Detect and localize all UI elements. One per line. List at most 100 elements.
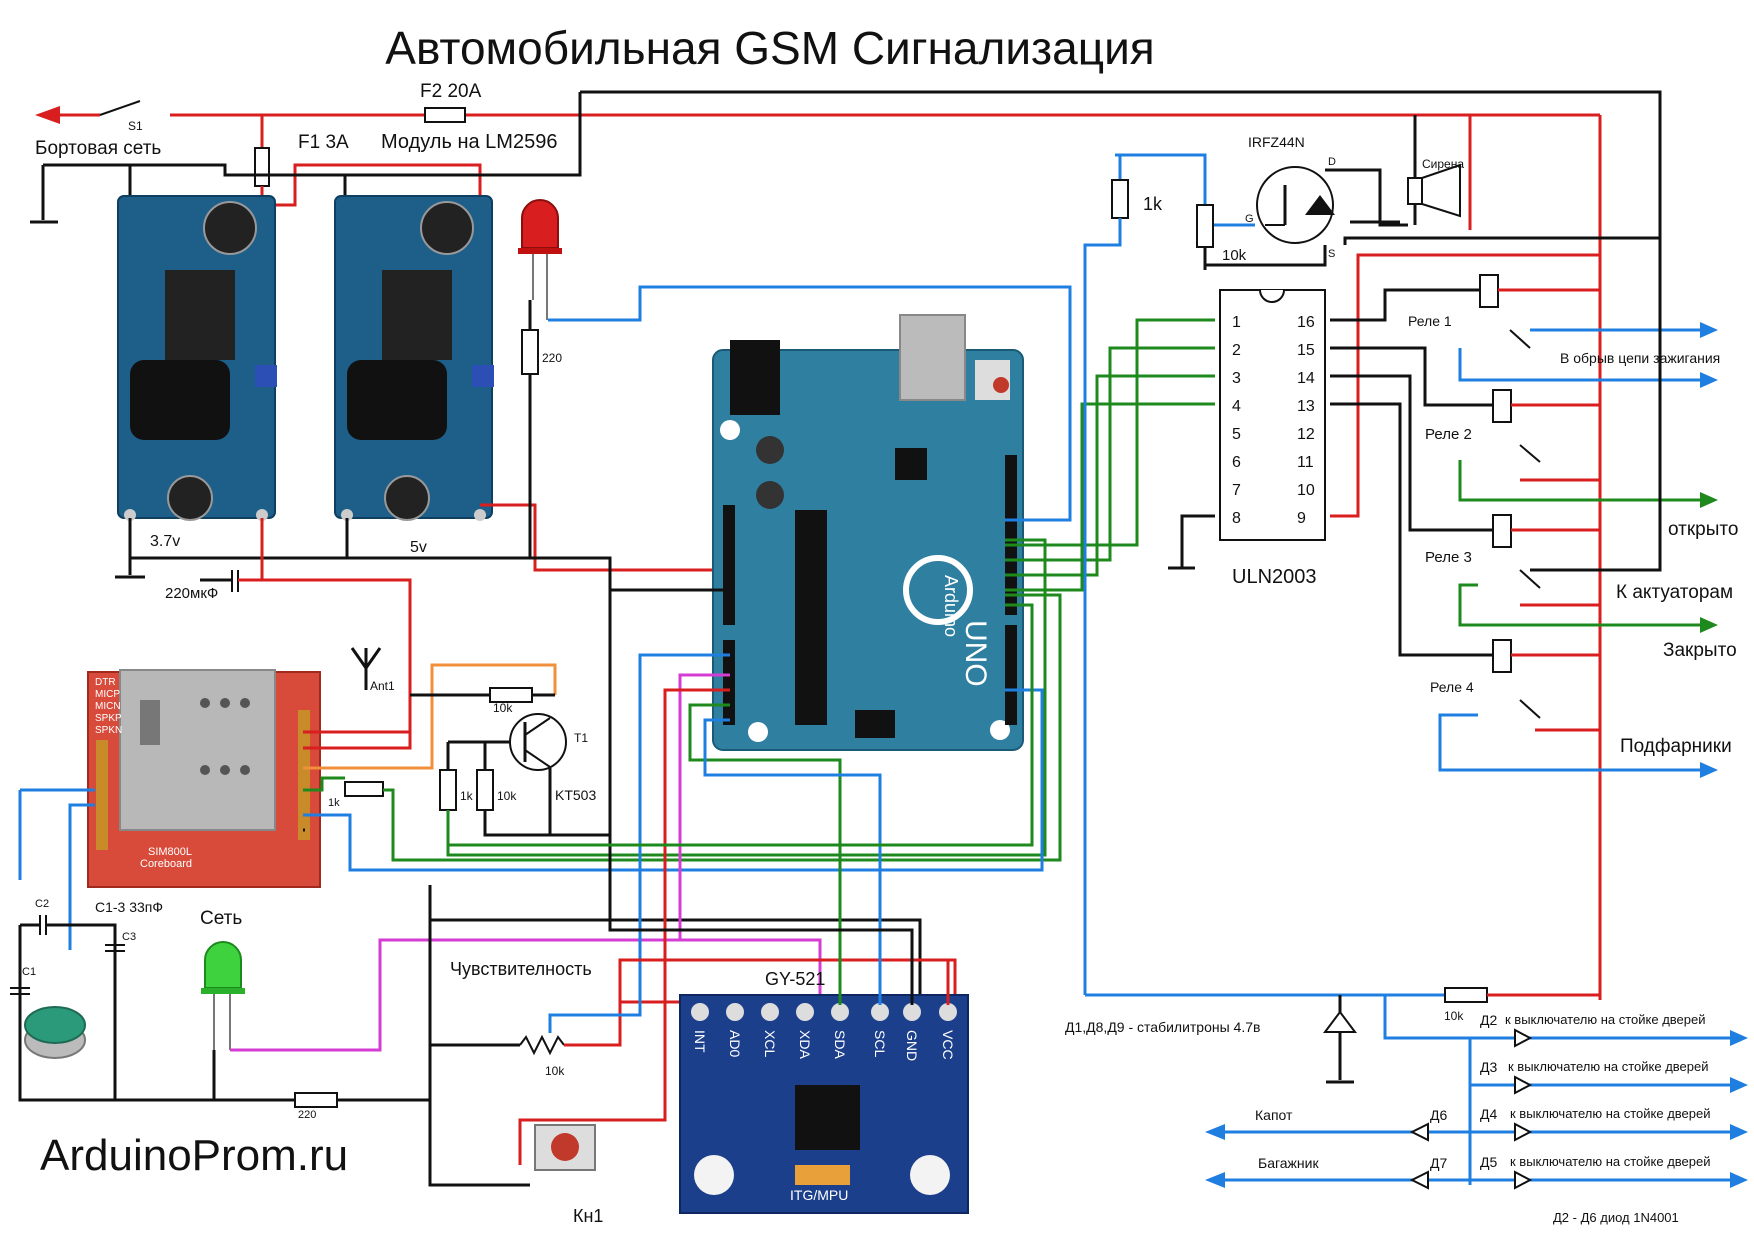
fuse-f1-label: F1 3A: [298, 132, 349, 153]
antenna-label: Ant1: [370, 679, 395, 693]
uln-pin-9: 9: [1297, 510, 1306, 527]
power-section: S1 F2 20A F1 3A Модуль на LM2596 Бортова…: [30, 81, 1662, 1000]
uln-pin-3: 3: [1232, 370, 1241, 387]
diode-d5-icon: [1514, 1170, 1533, 1190]
net-led-res: 220: [298, 1109, 316, 1121]
antenna-icon: [350, 647, 382, 690]
relay-3: [1330, 374, 1600, 589]
ground-top-left: [30, 165, 58, 224]
uln-pin-8: 8: [1232, 510, 1241, 527]
sensitivity-label: Чувствителность: [450, 959, 592, 979]
zener-note: Д1,Д8,Д9 - стабилитроны 4.7в: [1065, 1019, 1260, 1035]
arduino-model: UNO: [959, 620, 992, 687]
resistor-1k-div: [439, 769, 457, 811]
transistor-label: T1: [574, 731, 588, 745]
relay-4-target-closed: Закрыто: [1663, 640, 1737, 661]
relay-3-label: Реле 3: [1425, 549, 1472, 566]
uln-pin-11: 11: [1297, 454, 1314, 471]
resistor-10k-div: [476, 769, 494, 811]
sim-pin-micn: MICN: [95, 701, 121, 712]
led-res-label: 220: [542, 351, 562, 365]
gy-pin-xcl: XCL: [762, 1030, 778, 1057]
uln-pin-14: 14: [1297, 370, 1315, 387]
green-led: [201, 941, 245, 1050]
resistor-1k-gate: [1111, 179, 1129, 219]
door-switch-3: к выключателю на стойке дверей: [1510, 1106, 1711, 1121]
door-switch-2: к выключателю на стойке дверей: [1508, 1059, 1709, 1074]
d5-label: Д5: [1480, 1154, 1497, 1170]
uln-pin-5: 5: [1232, 426, 1241, 443]
transistor-t1: [509, 713, 567, 771]
sim-pin-micp: MICP: [95, 689, 120, 700]
trunk-label: Багажник: [1258, 1155, 1319, 1171]
mosfet-label: IRFZ44N: [1248, 134, 1305, 150]
diode-d2-icon: [1514, 1028, 1533, 1048]
base-res-label: 10k: [493, 701, 513, 715]
relay-3-target: К актуаторам: [1616, 582, 1733, 603]
board-net-label: Бортовая сеть: [35, 138, 161, 159]
fuse-f1: [254, 147, 270, 187]
cap-c3-label: C3: [122, 931, 136, 943]
uln-pin-4: 4: [1232, 398, 1241, 415]
resistor-220-netled: [294, 1092, 338, 1108]
uln-pin-6: 6: [1232, 454, 1241, 471]
transistor-type: KT503: [555, 787, 596, 803]
sim-pin-spkp: SPKP: [95, 713, 122, 724]
mosfet-irfz44n: [1256, 166, 1335, 244]
gy521-board: [679, 994, 969, 1214]
out-right-label: 5v: [410, 539, 427, 556]
uln2003: [1219, 289, 1326, 541]
caps-label: C1-3 33пФ: [95, 899, 163, 915]
arduino-uno: [712, 314, 1024, 751]
cap-label: 220мкФ: [165, 585, 218, 602]
zener-icon: [1323, 1010, 1357, 1033]
sim-pin-dtr: DTR: [95, 677, 116, 688]
cap-c2-label: C2: [35, 898, 49, 910]
relay-2-label: Реле 2: [1425, 426, 1472, 443]
res-a-label: 1k: [460, 789, 474, 803]
red-led: [518, 199, 562, 320]
uln-pin-16: 16: [1297, 314, 1315, 331]
button-kn1[interactable]: [534, 1124, 596, 1171]
pull-res-label: 10k: [1222, 247, 1247, 264]
lm2596-left: [117, 195, 277, 521]
relay-4-name: Реле 4: [1430, 679, 1474, 695]
uln-pin-7: 7: [1232, 482, 1241, 499]
siren-label: Сирена: [1422, 157, 1464, 171]
gy-pin-int: INT: [692, 1030, 708, 1053]
res-b-label: 10k: [497, 789, 517, 803]
fuse-f2: [424, 107, 466, 123]
uln-pin-10: 10: [1297, 482, 1315, 499]
relay-4: [1330, 402, 1600, 719]
arduino-brand: Arduino: [941, 575, 961, 637]
uln-pin-1: 1: [1232, 314, 1241, 331]
resistor-10k-pull: [1196, 204, 1214, 248]
gy-pin-ad0: AD0: [727, 1030, 743, 1057]
lights-label: Подфарники: [1620, 736, 1732, 757]
lm2596-right: [334, 195, 494, 521]
out-left-label: 3.7v: [150, 533, 180, 550]
diode-d3-icon: [1514, 1075, 1533, 1095]
gy521-label: GY-521: [765, 969, 825, 989]
sim-sub: Coreboard: [140, 858, 192, 870]
net-led-label: Сеть: [200, 908, 242, 929]
gy-chip: ITG/MPU: [790, 1187, 848, 1203]
hood-label: Капот: [1255, 1107, 1293, 1123]
relay-2: [1330, 346, 1600, 463]
module-label: Модуль на LM2596: [381, 131, 557, 153]
resistor-10k-base: [489, 687, 533, 703]
switch-label: S1: [128, 119, 143, 133]
watermark: ArduinoProm.ru: [40, 1131, 348, 1180]
mosfet-pin-d: D: [1328, 156, 1336, 168]
door-switch-4: к выключателю на стойке дверей: [1510, 1154, 1711, 1169]
d3-label: Д3: [1480, 1059, 1497, 1075]
battery-arrow-icon: [35, 106, 60, 124]
door-switch-1: к выключателю на стойке дверей: [1505, 1012, 1706, 1027]
d6-label: Д6: [1430, 1107, 1447, 1123]
d7-label: Д7: [1430, 1155, 1447, 1171]
page-title: Автомобильная GSM Сигнализация: [385, 22, 1154, 74]
fuse-f2-label: F2 20A: [420, 81, 482, 102]
gy-pin-scl: SCL: [872, 1030, 888, 1057]
uln-pin-13: 13: [1297, 398, 1315, 415]
relay-1-label: Реле 1: [1408, 313, 1452, 329]
